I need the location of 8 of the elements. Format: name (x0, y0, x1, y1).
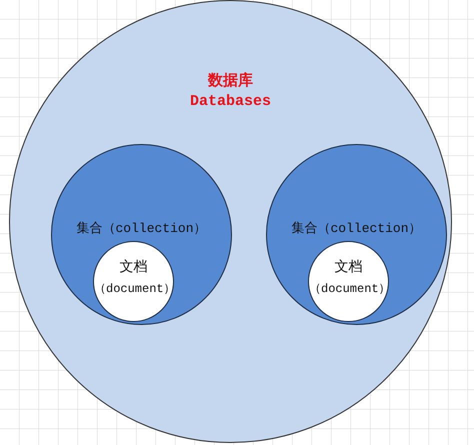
document-label: （document） (309, 281, 391, 298)
database-title: Databases (190, 92, 271, 112)
document-label: 文档 (120, 258, 148, 278)
collection-label: 集合（collection） (291, 220, 422, 238)
document-label: 文档 (334, 258, 362, 278)
collection-label: 集合（collection） (76, 220, 206, 238)
database-title: 数据库 (208, 71, 253, 92)
document-label: （document） (94, 281, 176, 298)
